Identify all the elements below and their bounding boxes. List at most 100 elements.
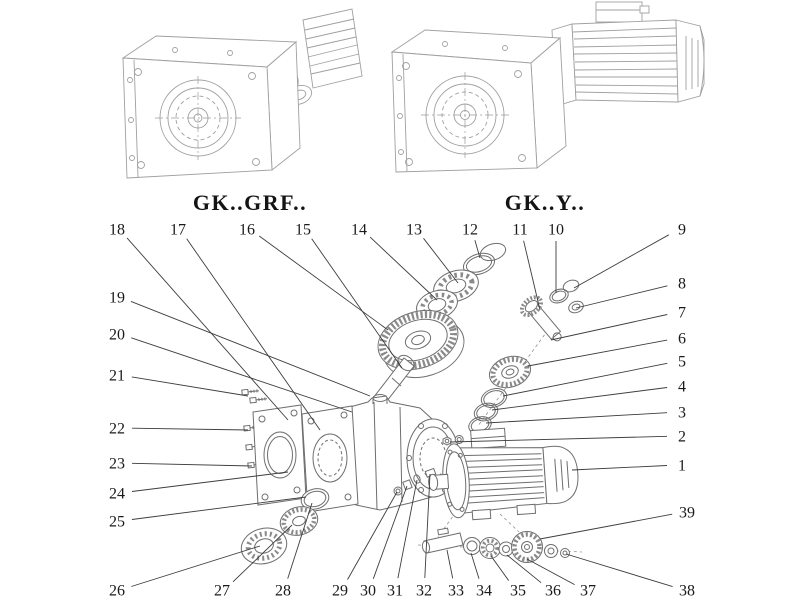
callout-number-17: 17 — [170, 222, 186, 239]
callout-line-2 — [449, 435, 668, 443]
callout-line-33 — [446, 549, 454, 579]
callout-number-8: 8 — [678, 276, 686, 293]
motor-assembled — [551, 1, 705, 107]
callout-number-33: 33 — [448, 583, 464, 600]
shaft-spacer — [498, 541, 514, 557]
callout-line-19 — [130, 300, 371, 397]
callout-number-10: 10 — [548, 222, 564, 239]
housing-y — [390, 29, 567, 173]
callout-number-13: 13 — [406, 222, 422, 239]
callout-line-20 — [131, 337, 353, 413]
callout-line-17 — [186, 238, 321, 431]
vent-plug — [442, 436, 452, 446]
callout-line-32 — [424, 473, 431, 579]
housing-grf — [121, 35, 301, 179]
callout-number-9: 9 — [678, 222, 686, 239]
callout-line-23 — [131, 462, 253, 467]
callout-line-36 — [506, 554, 542, 584]
callout-line-8 — [575, 285, 668, 309]
callout-line-39 — [539, 513, 673, 540]
callout-line-7 — [550, 314, 668, 341]
callout-line-5 — [502, 362, 668, 397]
assembled-view-y — [390, 1, 705, 173]
callout-line-6 — [527, 339, 668, 367]
assembled-view-grf — [121, 8, 363, 179]
callout-number-5: 5 — [678, 354, 686, 371]
callout-line-26 — [131, 545, 261, 587]
callout-line-29 — [347, 491, 398, 580]
callout-line-9 — [573, 234, 670, 289]
callout-number-29: 29 — [332, 583, 348, 600]
callout-line-12 — [474, 240, 481, 259]
callout-number-26: 26 — [109, 583, 125, 600]
callout-number-1: 1 — [678, 458, 686, 475]
callout-number-22: 22 — [109, 421, 125, 438]
callout-number-12: 12 — [462, 222, 478, 239]
small-fittings — [393, 467, 437, 496]
callout-number-24: 24 — [109, 486, 125, 503]
callout-line-22 — [131, 427, 249, 431]
callout-number-2: 2 — [678, 429, 686, 446]
callout-line-34 — [470, 552, 480, 579]
callout-number-16: 16 — [239, 222, 255, 239]
callout-number-35: 35 — [510, 583, 526, 600]
small-gear — [488, 355, 532, 389]
callout-number-36: 36 — [545, 583, 561, 600]
callout-line-31 — [397, 479, 418, 579]
input-shaft — [421, 527, 464, 554]
callout-number-25: 25 — [109, 514, 125, 531]
motor-exploded — [428, 427, 579, 521]
callout-line-14 — [369, 236, 438, 301]
callout-line-28 — [287, 502, 313, 579]
oil-seal — [300, 488, 330, 510]
callout-line-24 — [131, 471, 289, 492]
callout-number-39: 39 — [679, 505, 695, 522]
lower-bearing — [240, 527, 288, 565]
callout-number-34: 34 — [476, 583, 492, 600]
shaft-bearing — [479, 537, 501, 559]
model-label-grf: GK..GRF.. — [193, 190, 307, 215]
callout-line-15 — [311, 238, 403, 369]
callout-line-30 — [372, 485, 408, 579]
callout-number-32: 32 — [416, 583, 432, 600]
callout-number-37: 37 — [580, 583, 596, 600]
callout-number-23: 23 — [109, 456, 125, 473]
callout-line-37 — [526, 558, 575, 585]
callout-line-13 — [423, 238, 459, 284]
callout-line-3 — [485, 412, 668, 424]
callout-number-28: 28 — [275, 583, 291, 600]
retaining-rings — [462, 242, 507, 276]
callout-number-11: 11 — [512, 222, 527, 239]
callout-number-30: 30 — [360, 583, 376, 600]
callout-line-21 — [131, 376, 249, 397]
callout-line-11 — [523, 240, 541, 311]
shaft-washer — [463, 537, 481, 555]
callout-line-4 — [491, 387, 668, 411]
pinion-rings — [549, 279, 584, 314]
callout-number-19: 19 — [109, 290, 125, 307]
end-washer-and-bolt — [544, 544, 570, 558]
input-cap — [302, 8, 363, 89]
callout-line-16 — [258, 235, 389, 331]
callout-line-25 — [131, 496, 307, 520]
callout-number-7: 7 — [678, 305, 686, 322]
callout-number-14: 14 — [351, 222, 367, 239]
big-gear — [377, 310, 459, 370]
callout-number-20: 20 — [109, 327, 125, 344]
pinion-shaft — [519, 295, 562, 342]
callout-number-6: 6 — [678, 331, 686, 348]
callout-number-27: 27 — [214, 583, 230, 600]
callout-line-35 — [490, 555, 510, 581]
callout-line-1 — [571, 465, 668, 471]
callout-number-38: 38 — [679, 583, 695, 600]
exploded-view — [240, 242, 584, 565]
callout-number-4: 4 — [678, 379, 686, 396]
model-label-y: GK..Y.. — [505, 190, 586, 215]
shaft-gear — [511, 531, 543, 563]
callout-number-3: 3 — [678, 405, 686, 422]
callout-number-18: 18 — [109, 222, 125, 239]
callout-line-18 — [126, 237, 289, 421]
